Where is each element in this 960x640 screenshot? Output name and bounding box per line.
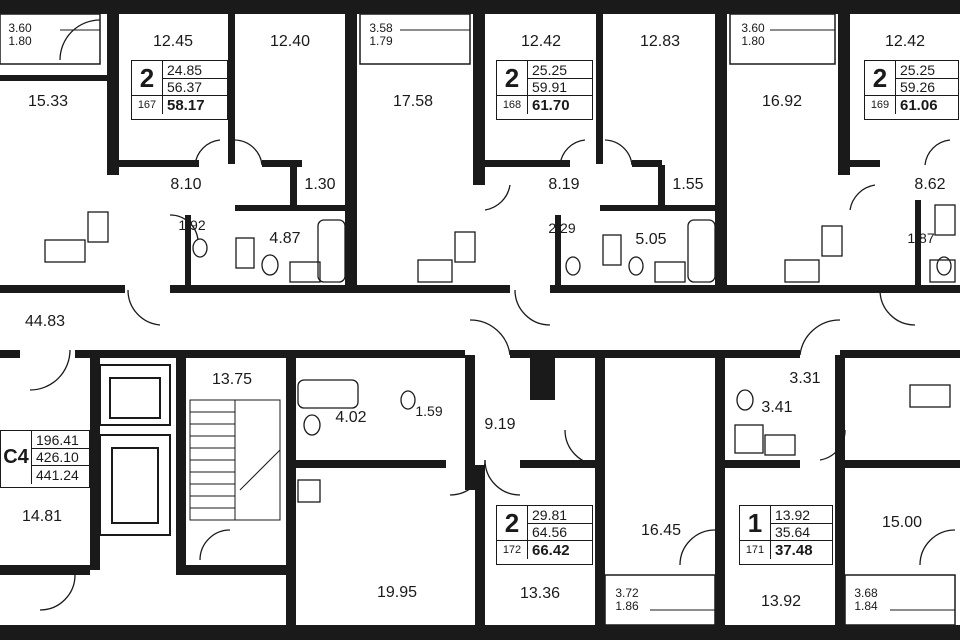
apartment-area: 35.64 [770, 523, 832, 540]
common-area-total-area: 441.24 [31, 465, 89, 484]
apartment-living-area: 24.85 [162, 61, 227, 78]
room-area: 8.19 [548, 176, 580, 193]
apartment-number: 168 [497, 95, 527, 114]
apartment-area: 64.56 [527, 523, 592, 540]
room-area: 1.55 [672, 176, 704, 193]
apartment-rooms: 2 [139, 62, 155, 93]
apartment-total-area: 58.17 [162, 95, 227, 114]
common-area-living-area: 196.41 [31, 431, 89, 448]
apartment-card: 2 25.25 59.91 168 61.70 [496, 60, 593, 120]
apartment-rooms: 2 [504, 62, 520, 93]
apartment-rooms: 2 [504, 507, 520, 538]
apartment-total-area: 61.70 [527, 95, 592, 114]
apartment-card: 2 24.85 56.37 167 58.17 [131, 60, 228, 120]
apartment-total-area: 61.06 [895, 95, 958, 114]
room-area: 17.58 [392, 93, 434, 110]
room-area: 2.29 [548, 220, 576, 236]
apartment-rooms: 1 [747, 507, 763, 538]
room-area: 1.59 [415, 403, 443, 419]
apartment-total-area: 37.48 [770, 540, 832, 559]
apartment-area: 59.91 [527, 78, 592, 95]
common-area-card: C4 196.41 426.10 441.24 [0, 430, 90, 488]
room-area: 8.62 [914, 176, 946, 193]
common-area-area: 426.10 [31, 448, 89, 465]
room-area: 44.83 [24, 313, 66, 330]
apartment-number: 172 [497, 540, 527, 559]
apartment-total-area: 66.42 [527, 540, 592, 559]
room-area: 15.00 [881, 514, 923, 531]
room-area: 12.42 [884, 33, 926, 50]
room-area: 12.40 [269, 33, 311, 50]
apartment-rooms: 2 [872, 62, 888, 93]
apartment-card: 1 13.92 35.64 171 37.48 [739, 505, 833, 565]
apartment-number: 169 [865, 95, 895, 114]
apartment-living-area: 25.25 [527, 61, 592, 78]
room-area: 1.92 [178, 217, 206, 233]
apartment-living-area: 29.81 [527, 506, 592, 523]
apartment-living-area: 13.92 [770, 506, 832, 523]
apartment-number: 167 [132, 95, 162, 114]
room-area: 3.31 [789, 370, 821, 387]
common-area-code: C4 [3, 446, 29, 468]
apartment-card: 2 25.25 59.26 169 61.06 [864, 60, 959, 120]
apartment-living-area: 25.25 [895, 61, 958, 78]
room-area: 4.02 [335, 409, 367, 426]
room-area: 16.92 [761, 93, 803, 110]
apartment-number: 171 [740, 540, 770, 559]
room-area: 14.81 [21, 508, 63, 525]
room-area: 15.33 [27, 93, 69, 110]
room-area: 9.19 [484, 416, 516, 433]
apartment-card: 2 29.81 64.56 172 66.42 [496, 505, 593, 565]
apartment-area: 59.26 [895, 78, 958, 95]
room-area: 5.05 [635, 231, 667, 248]
room-area: 4.87 [269, 230, 301, 247]
room-area: 1.30 [304, 176, 336, 193]
room-area: 12.83 [639, 33, 681, 50]
room-area: 12.42 [520, 33, 562, 50]
apartment-area: 56.37 [162, 78, 227, 95]
room-area: 19.95 [376, 584, 418, 601]
room-area: 13.36 [519, 585, 561, 602]
room-area: 12.45 [152, 33, 194, 50]
room-area: 8.10 [170, 176, 202, 193]
room-area: 13.92 [760, 593, 802, 610]
room-area: 16.45 [640, 522, 682, 539]
room-area: 13.75 [211, 371, 253, 388]
room-area: 3.41 [761, 399, 793, 416]
room-area: 1.87 [907, 230, 935, 246]
